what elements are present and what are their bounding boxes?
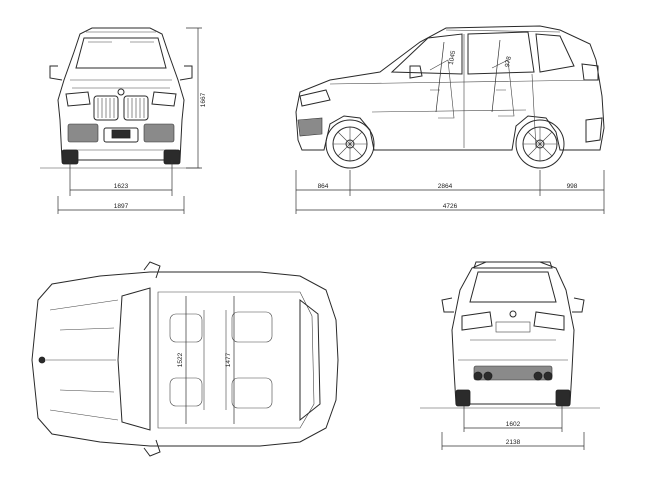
rear-view: 1602 2138 [420, 261, 600, 450]
top-view: 1522 1477 [31, 261, 339, 457]
height-label: 1667 [200, 92, 207, 107]
front-overhang-label: 864 [318, 183, 329, 190]
front-width-label: 1897 [114, 203, 129, 210]
front-view: 1667 1623 1897 [40, 27, 207, 214]
front-track-label: 1623 [114, 183, 129, 190]
shoulder-front-label: 1522 [177, 352, 184, 367]
wheelbase-label: 2864 [438, 183, 453, 190]
rear-overhang-label: 998 [567, 183, 578, 190]
length-label: 4726 [443, 203, 458, 210]
rear-width-label: 2138 [506, 439, 521, 446]
headroom-rear-label: 978 [504, 55, 513, 67]
side-view: 1045 978 864 2864 998 4726 [295, 25, 605, 214]
shoulder-rear-label: 1477 [225, 352, 232, 367]
headroom-front-label: 1045 [448, 50, 457, 66]
rear-track-label: 1602 [506, 421, 521, 428]
